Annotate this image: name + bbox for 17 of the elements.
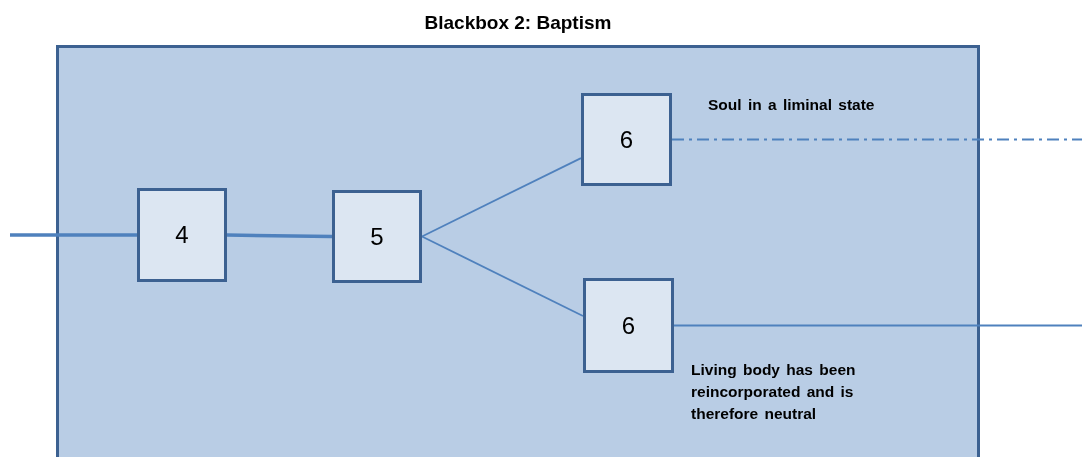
connector-line [226, 233, 333, 239]
connector-line [673, 324, 1082, 327]
process-box [583, 278, 674, 373]
connector-line [671, 138, 1082, 141]
step-number: 4 [175, 221, 189, 249]
note-text: Living body has been reincorporated and is therefore neutral [691, 360, 857, 424]
process-box [137, 188, 227, 282]
connector-line [421, 235, 584, 317]
connector-line [421, 157, 582, 238]
process-box [332, 190, 422, 283]
process-box [581, 93, 672, 186]
step-number: 5 [370, 222, 384, 251]
note-text: Soul in a liminal state [708, 95, 876, 115]
frame-title: Blackbox 2: Baptism [423, 12, 613, 34]
step-number: 6 [621, 311, 636, 340]
connector-line [10, 233, 137, 237]
step-number: 6 [619, 125, 634, 154]
